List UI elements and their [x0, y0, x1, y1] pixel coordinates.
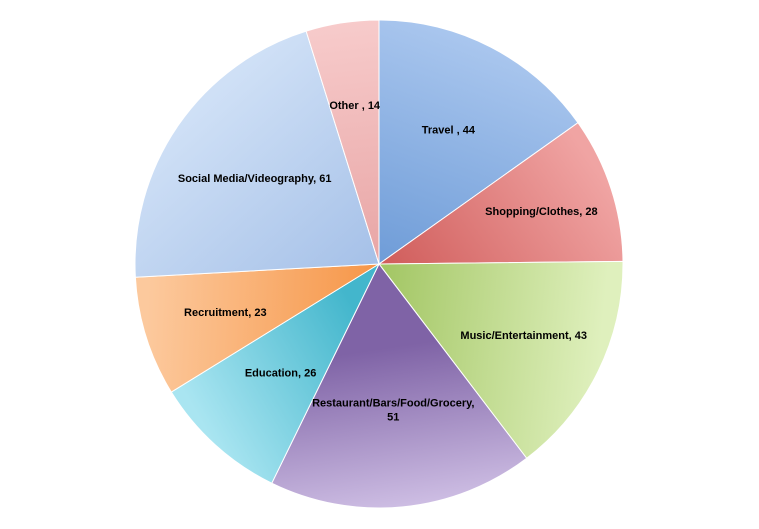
pie-label-social-media-videography: Social Media/Videography, 61 [178, 173, 332, 185]
pie-slice-social-media-videography [134, 30, 380, 278]
pie-label-restaurant-bars-food-grocery: Restaurant/Bars/Food/Grocery,51 [312, 398, 474, 424]
pie-slice-shopping-clothes [377, 122, 624, 265]
pie-label-recruitment: Recruitment, 23 [184, 307, 267, 319]
pie-slice-music-entertainment [378, 260, 624, 459]
pie-label-other: Other , 14 [329, 100, 381, 112]
pie-label-education: Education, 26 [245, 367, 317, 379]
pie-label-travel: Travel , 44 [422, 125, 476, 137]
pie-slice-restaurant-bars-food-grocery [271, 263, 528, 509]
pie-label-music-entertainment: Music/Entertainment, 43 [460, 330, 587, 342]
pie-slice-other [305, 19, 380, 265]
pie-label-shopping-clothes: Shopping/Clothes, 28 [485, 206, 597, 218]
pie-slice-recruitment [134, 263, 380, 393]
pie-slice-travel [378, 19, 579, 265]
pie-slice-education [170, 262, 381, 484]
